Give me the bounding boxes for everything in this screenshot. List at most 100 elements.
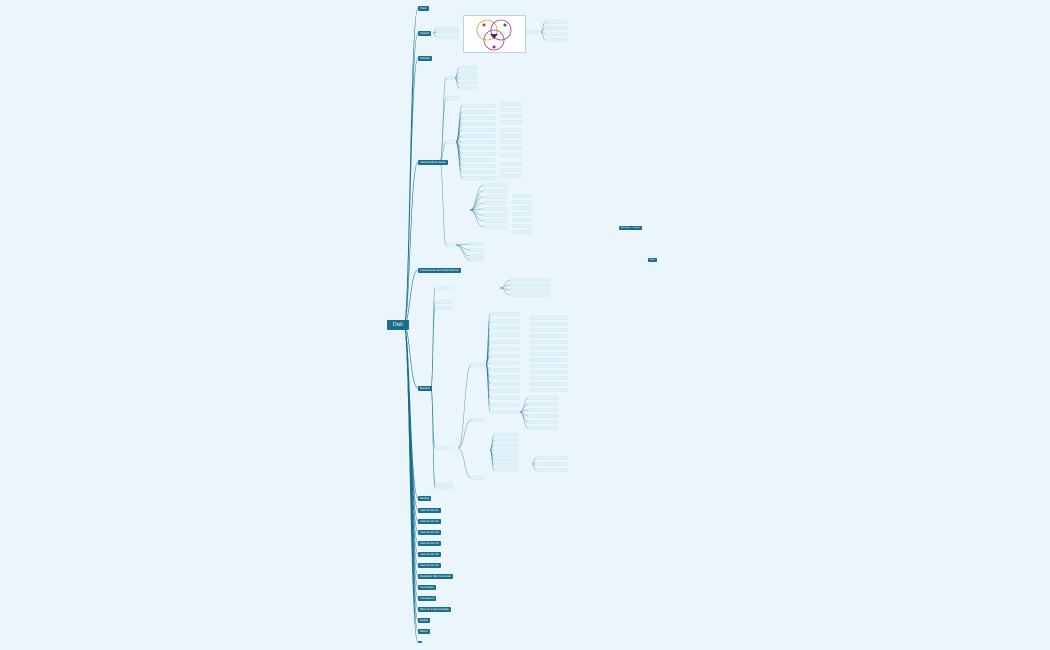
- leaf-node: [469, 258, 485, 262]
- branch-node[interactable]: Caso de Uso 06: [418, 563, 441, 568]
- leaf-node: [499, 168, 523, 172]
- branch-node[interactable]: Plano de Implementação: [418, 607, 451, 612]
- leaf-node: [527, 402, 559, 406]
- root-node[interactable]: Dixit: [387, 320, 409, 330]
- leaf-node: [436, 30, 460, 34]
- sub-connector-lines: [430, 20, 569, 490]
- leaf-node: [434, 306, 454, 310]
- branch-node[interactable]: Filosofia: [418, 56, 432, 61]
- branch-node[interactable]: Componentes do Produto Mínimo: [418, 268, 461, 273]
- leaf-node: [529, 358, 569, 362]
- sub-connector: [499, 287, 511, 296]
- floating-node-1[interactable]: Mind Map — Product: [619, 226, 642, 230]
- sub-connector: [455, 117, 463, 143]
- leaf-node: [535, 468, 569, 472]
- leaf-node: [499, 102, 523, 106]
- branch-connector: [403, 32, 419, 326]
- leaf-node: [470, 418, 486, 422]
- leaf-node: [434, 300, 454, 304]
- sub-connector: [540, 31, 546, 41]
- branch-node[interactable]: Caso de Uso 03: [418, 530, 441, 535]
- leaf-node: [499, 174, 523, 178]
- leaf-node: [527, 414, 559, 418]
- leaf-node: [499, 140, 523, 144]
- leaf-node: [526, 30, 542, 34]
- sub-connector: [519, 403, 529, 413]
- leaf-node: [469, 248, 485, 252]
- sub-connector: [455, 141, 463, 167]
- leaf-node: [493, 443, 519, 447]
- branch-node[interactable]: Aspecto: [418, 31, 432, 36]
- leaf-node: [489, 389, 521, 393]
- leaf-node: [461, 170, 497, 174]
- branch-node[interactable]: Tecnologias: [418, 585, 436, 590]
- sub-connector: [432, 32, 438, 38]
- sub-connector: [432, 27, 438, 34]
- leaf-node: [493, 433, 519, 437]
- leaf-node: [511, 212, 533, 216]
- leaf-node: [493, 453, 519, 457]
- sub-connector: [485, 355, 491, 366]
- leaf-node: [511, 200, 533, 204]
- branch-node[interactable]: Cronograma: [418, 596, 437, 601]
- leaf-node: [482, 201, 508, 205]
- branch-connector: [403, 324, 419, 644]
- branch-node[interactable]: Caso de Uso 04: [418, 541, 441, 546]
- leaf-node: [461, 134, 497, 138]
- branch-node[interactable]: Equipe: [418, 618, 431, 623]
- leaf-node: [499, 162, 523, 166]
- sub-connector: [469, 196, 484, 211]
- leaf-node: [509, 283, 551, 287]
- leaf-node: [511, 194, 533, 198]
- leaf-node: [461, 116, 497, 120]
- leaf-node: [493, 458, 519, 462]
- branch-node[interactable]: Caso de Uso 01: [418, 508, 441, 513]
- leaf-node: [458, 71, 478, 75]
- leaf-node: [482, 189, 508, 193]
- leaf-node: [445, 96, 461, 100]
- branch-node[interactable]: Caso de Uso 02: [418, 519, 441, 524]
- sub-connector: [469, 184, 484, 211]
- sub-connector: [519, 411, 529, 429]
- leaf-node: [529, 346, 569, 350]
- leaf-node: [461, 152, 497, 156]
- branch-node[interactable]: Prazo: [418, 6, 429, 11]
- leaf-node: [527, 396, 559, 400]
- branch-node[interactable]: [418, 641, 422, 643]
- leaf-node: [461, 110, 497, 114]
- sub-connector: [469, 190, 484, 211]
- branch-node[interactable]: Backlog: [418, 496, 432, 501]
- leaf-node: [482, 225, 508, 229]
- branch-node[interactable]: Características Gerais: [418, 160, 448, 165]
- leaf-node: [470, 363, 486, 367]
- leaf-node: [527, 426, 559, 430]
- leaf-node: [489, 340, 521, 344]
- leaf-node: [489, 354, 521, 358]
- leaf-node: [511, 218, 533, 222]
- sub-connector: [455, 141, 463, 179]
- leaf-node: [461, 140, 497, 144]
- sub-connector: [489, 449, 495, 471]
- branch-node[interactable]: Caso de Uso 05: [418, 552, 441, 557]
- leaf-node: [489, 347, 521, 351]
- sub-connector: [430, 307, 436, 389]
- leaf-node: [493, 448, 519, 452]
- floating-node-2[interactable]: Notes: [648, 258, 658, 262]
- leaf-node: [499, 153, 523, 157]
- leaf-node: [527, 408, 559, 412]
- branch-node[interactable]: Métodos: [418, 386, 432, 391]
- leaf-node: [499, 114, 523, 118]
- leaf-node: [493, 463, 519, 467]
- leaf-node: [499, 146, 523, 150]
- leaf-node: [511, 206, 533, 210]
- venn-diagram-image: [463, 15, 526, 53]
- leaf-node: [461, 122, 497, 126]
- branch-node[interactable]: Requisitos Não Funcionais: [418, 574, 453, 579]
- sub-connector: [457, 364, 472, 449]
- leaf-node: [461, 104, 497, 108]
- branch-node[interactable]: Riscos: [418, 629, 430, 634]
- leaf-node: [529, 382, 569, 386]
- leaf-node: [535, 462, 569, 466]
- leaf-node: [544, 32, 568, 36]
